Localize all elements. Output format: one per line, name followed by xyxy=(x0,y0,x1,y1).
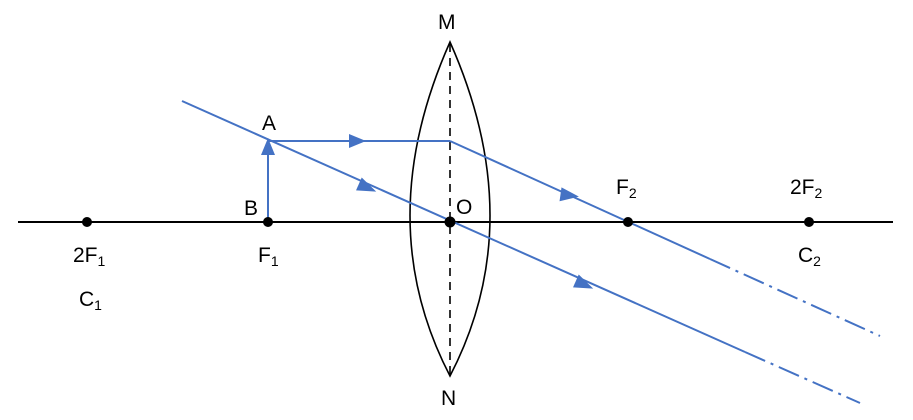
ray-centre-arrowhead-1 xyxy=(356,177,377,192)
ray-parallel-refracted xyxy=(449,140,711,260)
label-2f1: 2F1 xyxy=(73,244,106,269)
label-f2: F2 xyxy=(616,176,637,201)
label-m: M xyxy=(438,11,456,34)
label-f1: F1 xyxy=(258,244,279,269)
point-o xyxy=(444,216,456,228)
point-2f2 xyxy=(804,217,814,227)
label-2f2: 2F2 xyxy=(790,176,823,201)
convex-lens xyxy=(409,40,491,378)
ray-through-centre xyxy=(181,100,746,353)
label-b: B xyxy=(244,197,258,220)
ray-centre-arrowhead-2 xyxy=(573,274,594,289)
object-arrow-head xyxy=(261,138,275,155)
label-o: O xyxy=(456,196,472,219)
label-n: N xyxy=(441,387,456,410)
point-2f1 xyxy=(82,217,92,227)
ray-parallel-refracted-dashed xyxy=(709,258,881,337)
label-c2: C2 xyxy=(798,244,821,269)
ray-through-centre-dashed xyxy=(744,351,861,404)
ray-refracted-arrowhead xyxy=(559,187,579,202)
point-f2 xyxy=(623,217,633,227)
ray-parallel-arrowhead xyxy=(349,134,366,148)
label-a: A xyxy=(262,112,276,135)
point-f1 xyxy=(263,217,273,227)
label-c1: C1 xyxy=(79,288,102,313)
